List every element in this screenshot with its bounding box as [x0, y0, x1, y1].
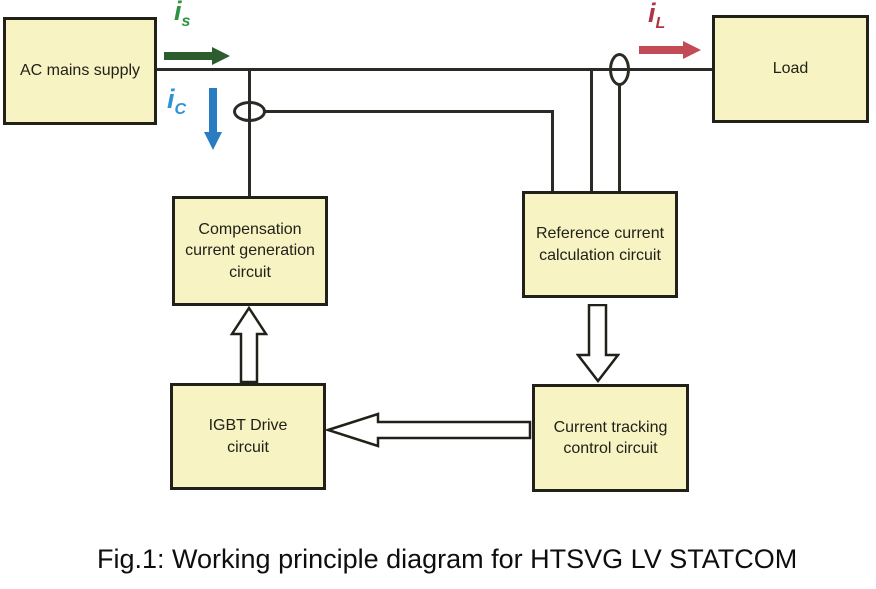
figure-caption: Fig.1: Working principle diagram for HTS… [97, 544, 798, 574]
reference-input-wire-right [618, 84, 621, 191]
compensation-current-symbol: iC [167, 84, 186, 118]
arrow-shaft [209, 88, 217, 132]
arrow-head [204, 132, 222, 150]
mains-to-load-wire [157, 68, 712, 71]
reference-input-wire-left [551, 112, 554, 191]
current-symbol-base: i [167, 84, 175, 114]
box-label-line: current generation [185, 242, 315, 260]
down-block-arrow-icon [576, 304, 620, 383]
arrow-head [683, 41, 701, 59]
load-current-arrow-icon [639, 41, 701, 59]
supply-current-symbol: is [174, 0, 190, 30]
box-label-line: Compensation [198, 221, 302, 239]
load-current-symbol: iL [648, 0, 665, 32]
box-label-line: Reference current [535, 225, 665, 243]
arrow-head [212, 47, 230, 65]
reference-current-calculation-box: Reference current calculation circuit [522, 191, 678, 298]
compensation-current-generation-box: Compensation current generation circuit [172, 196, 328, 306]
load-label: Load [772, 60, 809, 78]
compensation-branch-wire [248, 70, 251, 196]
current-symbol-base: i [648, 0, 656, 28]
box-label-line: circuit [229, 263, 271, 281]
compensation-current-arrow-icon [204, 88, 222, 150]
current-symbol-subscript: s [181, 13, 191, 30]
box-label-line: circuit [227, 438, 269, 456]
box-label-line: calculation circuit [539, 246, 661, 264]
supply-current-arrow-icon [164, 47, 230, 65]
current-transformer-icon [609, 53, 630, 86]
current-symbol-subscript: C [174, 101, 187, 118]
igbt-drive-circuit-box: IGBT Drive circuit [170, 383, 326, 490]
arrow-shaft [639, 46, 683, 54]
up-block-arrow-icon [229, 306, 269, 384]
current-symbol-base: i [174, 0, 182, 26]
ct-to-reference-wire [264, 110, 554, 113]
arrow-shaft [164, 52, 212, 60]
left-block-arrow-icon [326, 412, 532, 448]
current-tracking-control-box: Current tracking control circuit [532, 384, 689, 492]
load-box: Load [712, 15, 869, 123]
ac-mains-supply-label: AC mains supply [19, 62, 141, 80]
current-symbol-subscript: L [655, 15, 666, 32]
reference-input-wire-middle [590, 70, 593, 191]
box-label-line: IGBT Drive [208, 417, 288, 435]
ac-mains-supply-box: AC mains supply [3, 17, 157, 125]
box-label-line: Current tracking [553, 418, 668, 436]
current-transformer-icon [233, 101, 266, 122]
box-label-line: control circuit [563, 440, 658, 457]
